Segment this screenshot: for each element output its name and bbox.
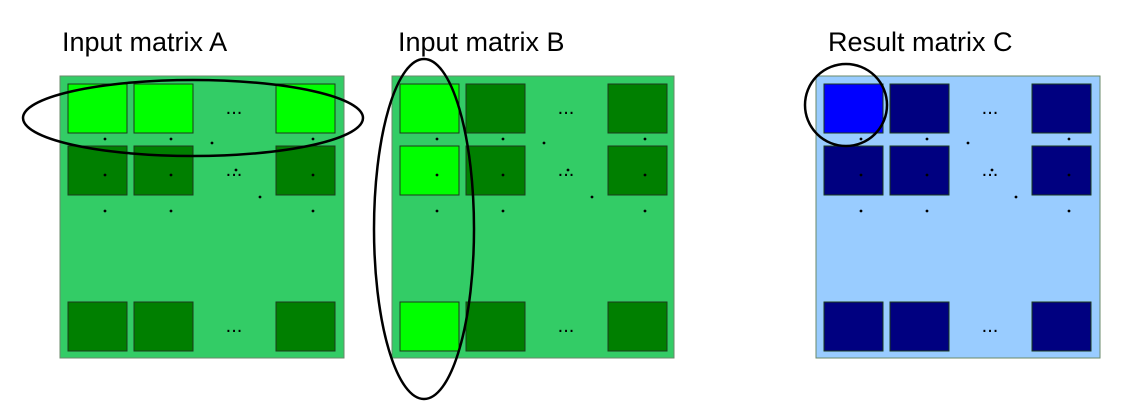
matrix-cell [275,145,336,196]
diagonal-dot [590,195,594,199]
vertical-dot [643,173,647,177]
matrix-cell [133,83,194,134]
matrix-cell [1031,301,1092,352]
vertical-dot [311,173,315,177]
row-ellipsis: ... [558,97,575,119]
vertical-dot [169,209,173,213]
vertical-dot [501,173,505,177]
matrix-cell [133,301,194,352]
diagonal-dot [234,168,238,172]
diagonal-dot [210,141,214,145]
vertical-dot [311,209,315,213]
vertical-dot [435,209,439,213]
vertical-dot [925,137,929,141]
vertical-dot [643,137,647,141]
row-ellipsis: ... [226,315,243,337]
vertical-dot [925,173,929,177]
row-ellipsis: ... [982,97,999,119]
matrix-cell [465,83,526,134]
diagonal-dot [542,141,546,145]
matrix-c-cell-highlight-circle [803,62,889,148]
vertical-dot [1067,209,1071,213]
vertical-dot [643,209,647,213]
matrix-b-title: Input matrix B [398,27,565,57]
diagonal-dot [258,195,262,199]
matrix-cell [889,145,950,196]
diagonal-dot [966,141,970,145]
vertical-dot [169,173,173,177]
matrix-cell [607,83,668,134]
matrix-cell [67,301,128,352]
row-ellipsis: ... [982,159,999,181]
vertical-dot [859,173,863,177]
vertical-dot [1067,137,1071,141]
matrix-cell [399,301,460,352]
vertical-dot [103,173,107,177]
matrix-cell [465,145,526,196]
matrix-a-cells: ......... [67,83,336,352]
vertical-dot [501,209,505,213]
vertical-dot [435,173,439,177]
matrix-cell [823,145,884,196]
matrix-cell [889,301,950,352]
matrix-b-column-highlight-ellipse [372,57,476,401]
matrix-a-title: Input matrix A [62,27,227,57]
matrix-cell [67,145,128,196]
row-ellipsis: ... [226,159,243,181]
vertical-dot [1067,173,1071,177]
matrix-cell [399,145,460,196]
row-ellipsis: ... [226,97,243,119]
row-ellipsis: ... [558,315,575,337]
matrix-cell [465,301,526,352]
matrix-b: Input matrix B ......... [372,27,675,401]
matrix-cell [275,83,336,134]
matrix-cell [823,301,884,352]
row-ellipsis: ... [558,159,575,181]
diagonal-dot [1014,195,1018,199]
vertical-dot [311,137,315,141]
vertical-dot [103,137,107,141]
matrix-cell [889,83,950,134]
matrix-cell [399,83,460,134]
vertical-dot [859,209,863,213]
matrix-c-title: Result matrix C [828,27,1013,57]
matrix-c-cells: ......... [823,83,1092,352]
diagonal-dot [566,168,570,172]
vertical-dot [925,209,929,213]
matrix-b-cells: ......... [399,83,668,352]
matrix-cell [823,83,884,134]
vertical-dot [435,137,439,141]
vertical-dot [169,137,173,141]
matrix-a-row-highlight-ellipse [21,78,365,158]
matrix-cell [607,145,668,196]
vertical-dot [501,137,505,141]
matrix-cell [1031,83,1092,134]
row-ellipsis: ... [982,315,999,337]
matrix-a: Input matrix A ......... [21,27,365,359]
diagonal-dot [990,168,994,172]
matrix-cell [275,301,336,352]
matrix-cell [67,83,128,134]
matrix-cell [1031,145,1092,196]
vertical-dot [103,209,107,213]
matrix-cell [607,301,668,352]
vertical-dot [859,137,863,141]
matrix-c: Result matrix C ......... [803,27,1101,359]
